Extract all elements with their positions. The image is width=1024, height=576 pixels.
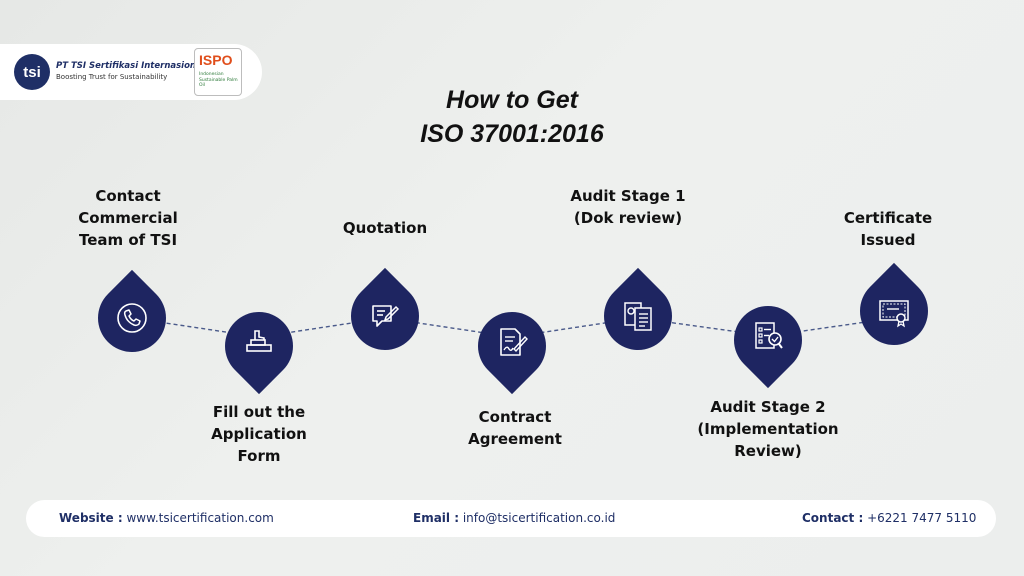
contact-label: Contact : — [802, 511, 864, 525]
ispo-badge-subtitle: Indonesian Sustainable Palm Oil — [199, 72, 238, 88]
footer-website: Website : www.tsicertification.com — [59, 511, 274, 525]
website-link[interactable]: www.tsicertification.com — [126, 511, 274, 525]
email-link[interactable]: info@tsicertification.co.id — [462, 511, 616, 525]
quote-chat-icon — [368, 299, 402, 333]
footer-email: Email : info@tsicertification.co.id — [413, 511, 615, 525]
contact-phone[interactable]: +6221 7477 5110 — [867, 511, 977, 525]
email-label: Email : — [413, 511, 460, 525]
footer-contact: Contact : +6221 7477 5110 — [802, 511, 976, 525]
page-title-line-1: How to Get — [446, 86, 578, 114]
step-7-label: Certificate Issued — [843, 209, 933, 249]
ispo-badge-title: ISPO — [199, 52, 233, 68]
ispo-badge: ISPO Indonesian Sustainable Palm Oil — [194, 48, 242, 96]
page-title-line-2: ISO 37001:2016 — [420, 120, 604, 148]
step-3-label: Quotation — [342, 219, 428, 237]
step-2-label: Fill out the Application Form — [211, 403, 307, 465]
contact-footer: Website : www.tsicertification.com Email… — [26, 500, 996, 537]
step-4-label: Contract Agreement — [468, 408, 562, 448]
step-5-label: Audit Stage 1 (Dok review) — [570, 187, 686, 227]
checklist-search-icon — [751, 319, 785, 353]
company-text: PT TSI Sertifikasi Internasional Boostin… — [56, 61, 205, 81]
logo-bar: tsi PT TSI Sertifikasi Internasional Boo… — [0, 44, 262, 100]
company-tagline: Boosting Trust for Sustainability — [56, 73, 168, 81]
company-name: PT TSI Sertifikasi Internasional — [56, 61, 205, 71]
tsi-logo: tsi — [14, 54, 50, 90]
website-label: Website : — [59, 511, 123, 525]
document-review-icon — [621, 299, 655, 333]
step-1-label: Contact Commercial Team of TSI — [78, 187, 178, 249]
form-hand-icon — [242, 325, 276, 359]
contract-sign-icon — [495, 325, 529, 359]
step-6-label: Audit Stage 2 (Implementation Review) — [697, 398, 839, 460]
phone-icon — [115, 301, 149, 335]
certificate-icon — [877, 294, 911, 328]
